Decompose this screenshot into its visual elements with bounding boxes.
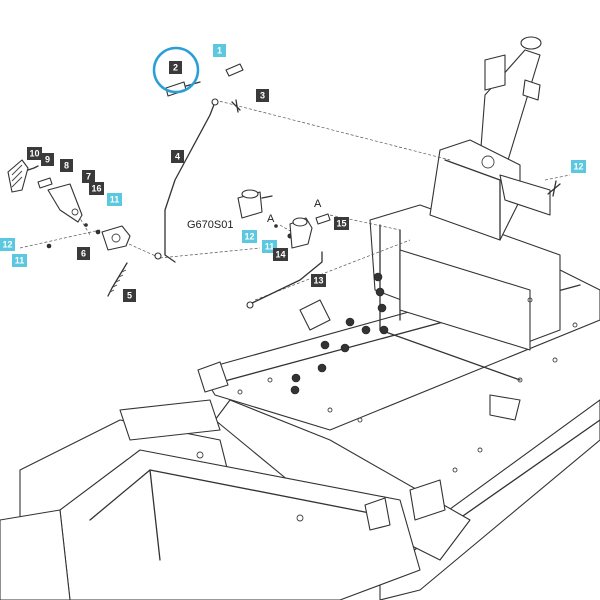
callout-15[interactable]: 15	[334, 217, 349, 230]
highlight-ring	[152, 46, 200, 94]
svg-text:3: 3	[260, 91, 265, 101]
part-12-screw	[547, 180, 561, 197]
chassis-frame	[0, 36, 600, 600]
svg-text:5: 5	[127, 291, 132, 301]
svg-text:8: 8	[64, 161, 69, 171]
small-fasteners	[46, 223, 293, 249]
callout-16[interactable]: 16	[89, 182, 104, 195]
part-8-bolt	[37, 177, 53, 189]
svg-text:10: 10	[29, 149, 39, 159]
svg-text:16: 16	[91, 184, 101, 194]
callout-7[interactable]: 7	[82, 170, 95, 183]
callout-11-left[interactable]: 11	[107, 193, 122, 206]
svg-text:11: 11	[15, 256, 25, 266]
callout-6[interactable]: 6	[77, 247, 90, 260]
callout-1[interactable]: 1	[213, 44, 226, 57]
part-10-pedal	[7, 159, 39, 193]
part-14-bracket	[289, 217, 313, 249]
part-13-rod	[246, 251, 323, 309]
callout-12-middle[interactable]: 12	[242, 230, 257, 243]
svg-text:1: 1	[217, 46, 222, 56]
svg-text:11: 11	[265, 242, 275, 252]
svg-text:7: 7	[86, 172, 91, 182]
svg-text:13: 13	[313, 276, 323, 286]
callout-12-right[interactable]: 12	[571, 160, 586, 173]
ref-a-label-1: A	[267, 213, 275, 225]
part-1-pin	[225, 63, 244, 77]
ref-a-label-2: A	[314, 198, 322, 210]
svg-text:9: 9	[45, 155, 50, 165]
svg-text:4: 4	[175, 152, 180, 162]
part-7-bracket	[47, 183, 83, 223]
part-15-pin	[315, 213, 331, 225]
callout-5[interactable]: 5	[123, 289, 136, 302]
callout-9[interactable]: 9	[41, 153, 54, 166]
callout-3[interactable]: 3	[256, 89, 269, 102]
svg-text:12: 12	[244, 232, 254, 242]
part-3-cotter	[231, 99, 241, 113]
ref-code-label: G670S01	[187, 219, 233, 231]
part-2-clip	[165, 81, 201, 97]
callout-12-left[interactable]: 12	[0, 238, 15, 251]
bracket-g670s01	[237, 189, 273, 219]
callout-13[interactable]: 13	[311, 274, 326, 287]
callout-14[interactable]: 14	[273, 248, 288, 261]
part-6-pivot	[101, 225, 131, 251]
part-5-spring	[107, 262, 128, 297]
svg-text:12: 12	[573, 162, 583, 172]
svg-text:6: 6	[81, 249, 86, 259]
callout-10[interactable]: 10	[27, 147, 42, 160]
svg-text:11: 11	[110, 195, 120, 205]
callout-11-bottom-left[interactable]: 11	[12, 254, 27, 267]
part-4-rod	[154, 98, 219, 263]
svg-text:2: 2	[173, 63, 178, 73]
callout-2[interactable]: 2	[169, 61, 182, 74]
callout-8[interactable]: 8	[60, 159, 73, 172]
svg-text:14: 14	[275, 250, 285, 260]
svg-text:15: 15	[336, 219, 346, 229]
callout-4[interactable]: 4	[171, 150, 184, 163]
svg-text:12: 12	[2, 240, 12, 250]
